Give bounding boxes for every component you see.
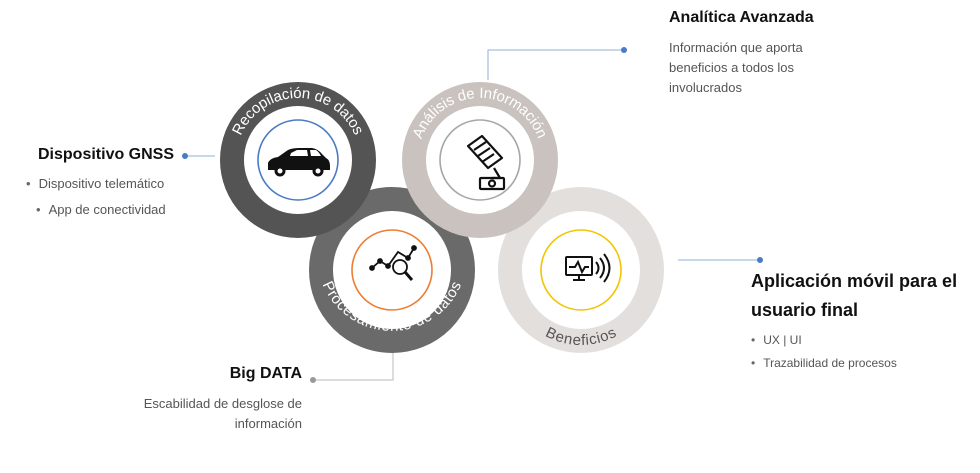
data-analysis-icon xyxy=(369,245,417,281)
analitica-line-1: Información que aporta xyxy=(669,40,803,55)
analitica-line-2: beneficios a todos los xyxy=(669,60,795,75)
gnss-title: Dispositivo GNSS xyxy=(38,146,175,163)
telemetry-device-icon xyxy=(466,134,506,191)
gnss-bullet-1: Dispositivo telemático xyxy=(26,173,165,194)
gnss-marker-dot xyxy=(182,153,188,159)
analitica-title: Analítica Avanzada xyxy=(669,9,814,26)
gnss-bullet-2: App de conectividad xyxy=(36,199,166,220)
bigdata-line-2: información xyxy=(234,416,302,431)
ring-analisis xyxy=(402,82,558,238)
connector-lines xyxy=(186,49,760,381)
ring-recopilacion xyxy=(220,82,376,238)
ring-beneficios xyxy=(498,187,664,353)
bigdata-title: Big DATA xyxy=(229,365,302,382)
car-icon xyxy=(268,148,330,177)
bigdata-line-1: Escabilidad de desglose de xyxy=(143,396,302,411)
analitica-marker-dot xyxy=(621,47,627,53)
app-title-line-2: usuario final xyxy=(751,300,859,320)
app-marker-dot xyxy=(757,257,763,263)
analitica-line-3: involucrados xyxy=(669,80,742,95)
app-bullet-1: UX | UI xyxy=(751,330,801,351)
app-bullet-2: Trazabilidad de procesos xyxy=(751,353,897,374)
bigdata-marker-dot xyxy=(310,377,316,383)
monitor-signal-icon xyxy=(565,253,611,283)
app-title-line-1: Aplicación móvil para el xyxy=(751,271,958,291)
ring-procesamiento xyxy=(309,187,475,353)
